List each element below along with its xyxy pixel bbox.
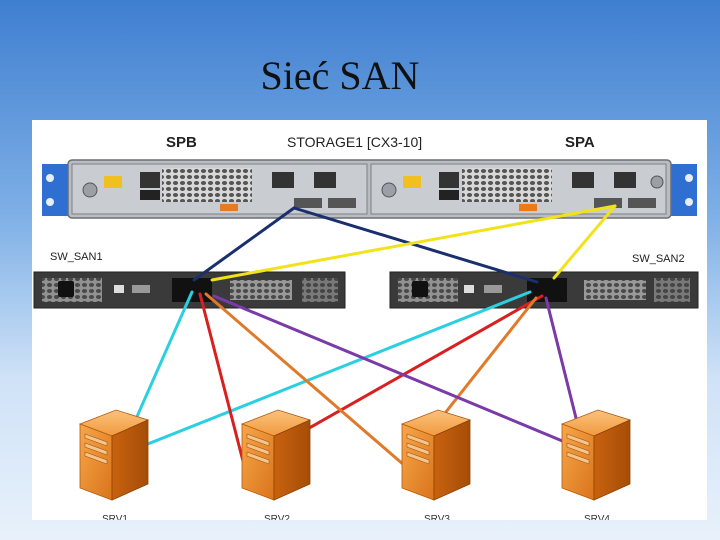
storage-right-bracket [669,164,697,216]
cable-sw-san1-to-srv3 [204,292,406,467]
cable-sw-san1-to-srv4 [212,294,586,452]
server-layer: SRV1 SRV2 SRV3 SRV4 [78,409,632,520]
sw-san2-label: SW_SAN2 [632,253,685,265]
cable-spa-to-sw-san1 [210,204,617,282]
server-label: SRV3 [424,514,450,520]
cable-spb-to-sw-san1 [192,206,296,282]
server-label: SRV2 [264,514,290,520]
storage-left-bracket [42,164,70,216]
slide-title: Sieć SAN [260,53,420,98]
server-srv4: SRV4 [560,409,632,520]
san-diagram-panel: SPB STORAGE1 [CX3-10] SPA SW_SAN1 SW_SAN… [32,120,707,520]
switch-sw-san1 [33,271,346,309]
cable-spa-to-sw-san2 [552,204,617,280]
cable-layer [118,204,617,467]
server-srv1: SRV1 [78,409,150,520]
storage-name: STORAGE1 [CX3-10] [287,134,422,150]
spb-label: SPB [166,134,197,151]
storage-array [42,159,697,219]
cable-spb-to-sw-san2 [292,206,539,284]
spa-label: SPA [565,134,595,151]
cable-sw-san1-to-srv2 [198,292,246,467]
san-diagram: SPB STORAGE1 [CX3-10] SPA SW_SAN1 SW_SAN… [33,134,699,520]
server-label: SRV1 [102,514,128,520]
switch-sw-san2 [389,271,699,309]
server-srv3: SRV3 [400,409,472,520]
cable-sw-san2-to-srv1 [118,290,532,457]
server-label: SRV4 [584,514,610,520]
server-srv2: SRV2 [240,409,312,520]
sw-san1-label: SW_SAN1 [50,251,103,263]
